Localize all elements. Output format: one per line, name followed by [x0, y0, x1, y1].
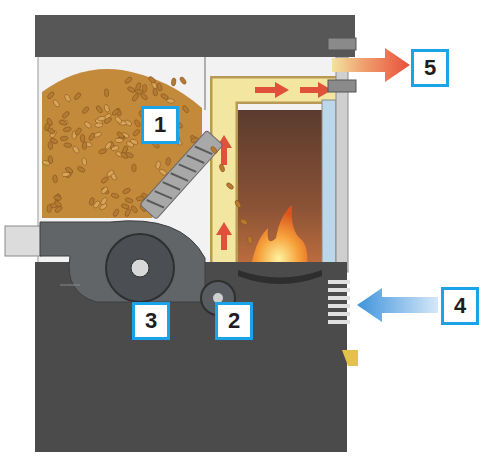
flue-duct: [224, 90, 348, 292]
combustion-fan: [106, 234, 174, 302]
callout-number: 2: [228, 310, 240, 332]
top-panel: [35, 15, 355, 57]
callout-number: 4: [454, 295, 466, 317]
callout-number: 5: [424, 57, 436, 79]
intake-air-arrow: [357, 288, 438, 322]
callout-number: 3: [145, 310, 157, 332]
callout-box: 5: [411, 49, 449, 87]
flue-gas-arrows: [216, 82, 332, 250]
glass-window: [322, 100, 336, 270]
callout-box: 2: [215, 302, 253, 340]
hopper-wall: [204, 57, 206, 110]
falling-pellets: [210, 146, 253, 245]
callout-box: 3: [132, 302, 170, 340]
callout-box: 4: [441, 287, 479, 325]
burn-pot: [238, 270, 322, 284]
air-intake: [5, 226, 41, 256]
fan-housing: [40, 221, 205, 302]
callout-box: 1: [141, 106, 179, 144]
flue-collar: [328, 80, 356, 92]
callout-number: 1: [154, 114, 166, 136]
flue-duct-outline: [224, 90, 348, 292]
flame: [250, 205, 307, 272]
control-tab: [342, 350, 358, 366]
exhaust-arrow: [332, 48, 410, 82]
housing-detail: [60, 285, 80, 286]
fan-hub: [131, 259, 149, 277]
air-grille: [328, 282, 350, 322]
flue-collar: [328, 38, 356, 50]
